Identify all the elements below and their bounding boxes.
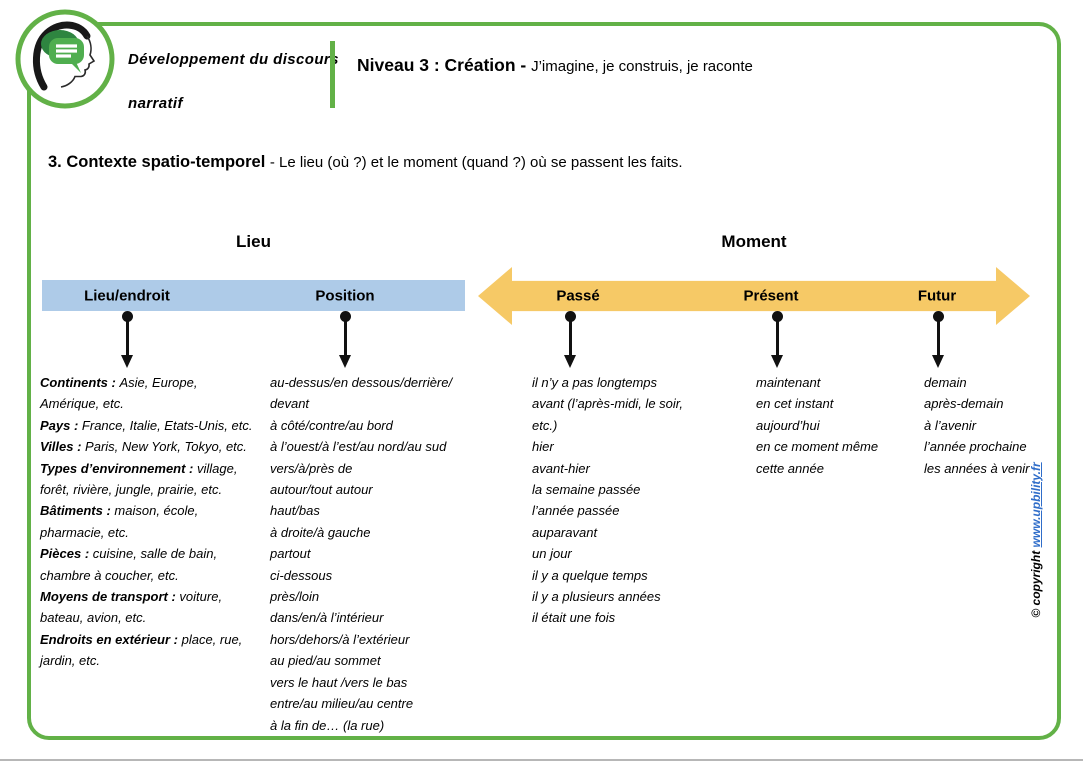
list-item: la semaine passée — [532, 482, 641, 498]
list-item: au pied/au sommet — [270, 653, 381, 669]
list-item: cette année — [756, 460, 824, 476]
page-frame — [27, 22, 1061, 740]
pin-down-arrow-icon — [120, 311, 134, 369]
list-item: maintenant — [756, 375, 821, 390]
list-item: entre/au milieu/au centre — [270, 696, 414, 712]
pin-down-arrow-icon — [563, 311, 577, 369]
position-header: Position — [315, 287, 375, 304]
list-item: Endroits en extérieur : place, rue, — [40, 631, 243, 647]
header-divider — [330, 41, 335, 108]
copyright-link[interactable]: www.upbility.fr — [1029, 462, 1043, 548]
list-item: Bâtiments : maison, école, — [40, 503, 199, 519]
present-list: maintenant en cet instant aujourd’hui en ce… — [756, 372, 936, 479]
list-item-label: Bâtiments : — [40, 503, 115, 519]
list-item: après-demain — [924, 396, 1004, 412]
pin-down-arrow-icon — [931, 311, 945, 369]
list-item: vers/à/près de — [270, 460, 353, 476]
section-description: - Le lieu (où ?) et le moment (quand ?) … — [269, 154, 683, 171]
list-item-label: Pays : — [40, 417, 82, 433]
list-item: à côté/contre/au bord — [270, 417, 393, 433]
list-item: devant — [270, 396, 310, 412]
pin-down-arrow-icon — [338, 311, 352, 369]
list-item: avant (l’après-midi, le soir, — [532, 396, 683, 412]
list-item: dans/en/à l’intérieur — [270, 610, 384, 626]
list-item: l’année prochaine — [924, 439, 1027, 455]
list-item: il n’y a pas longtemps — [532, 375, 658, 390]
list-item: à l’ouest/à l’est/au nord/au sud — [270, 439, 447, 455]
section-title: 3. Contexte spatio-temporel - Le lieu (o… — [48, 153, 683, 172]
list-item: au-dessus/en dessous/derrière/ — [270, 375, 453, 390]
list-item: ci-dessous — [270, 567, 333, 583]
passe-list: il n’y a pas longtemps avant (l’après-mid… — [532, 372, 742, 629]
list-item: haut/bas — [270, 503, 320, 519]
list-item: Types d’environnement : village, — [40, 460, 238, 476]
list-item: aujourd’hui — [756, 417, 820, 433]
list-item: Amérique, etc. — [40, 396, 124, 412]
lieu-banner: Lieu/endroit Position — [42, 280, 465, 311]
list-item: Pays : France, Italie, Etats-Unis, etc. — [40, 417, 253, 433]
list-item: en cet instant — [756, 396, 834, 412]
series-title-line2: narratif — [128, 95, 183, 112]
head-speech-bubble-icon — [13, 7, 117, 111]
list-item: à l’avenir — [924, 417, 977, 433]
list-item: il y a plusieurs années — [532, 589, 661, 605]
futur-list: demain après-demain à l’avenir l’année proc… — [924, 372, 1069, 479]
level-subtitle-text: J’imagine, je construis, je raconte — [531, 58, 753, 75]
copyright-text: © copyright — [1029, 547, 1043, 618]
position-list: au-dessus/en dessous/derrière/devant à cô… — [270, 372, 485, 736]
list-item-label: Types d’environnement : — [40, 460, 197, 476]
lieu-heading: Lieu — [236, 232, 271, 251]
moment-heading: Moment — [721, 232, 787, 251]
series-title: Développement du discours narratif — [128, 38, 339, 126]
list-item: Moyens de transport : voiture, — [40, 589, 223, 605]
list-item: autour/tout autour — [270, 482, 373, 498]
level-title: Niveau 3 : Création - J’imagine, je cons… — [357, 55, 753, 76]
list-item: l’année passée — [532, 503, 620, 519]
list-item: Continents : Asie, Europe, — [40, 375, 198, 390]
lieu-endroit-header: Lieu/endroit — [84, 287, 170, 304]
list-item: à droite/à gauche — [270, 524, 371, 540]
list-item: en ce moment même — [756, 439, 879, 455]
list-item: chambre à coucher, etc. — [40, 567, 179, 583]
list-item: hier — [532, 439, 554, 455]
list-item-label: Endroits en extérieur : — [40, 631, 182, 647]
futur-header: Futur — [917, 287, 957, 305]
list-item: à la fin de… (la rue) — [270, 717, 385, 733]
list-item: il y a quelque temps — [532, 567, 648, 583]
passe-header: Passé — [556, 287, 600, 305]
list-item: les années à venir — [924, 460, 1030, 476]
list-item: avant-hier — [532, 460, 590, 476]
list-item: auparavant — [532, 524, 598, 540]
series-title-line1: Développement du discours — [128, 51, 339, 68]
list-item: jardin, etc. — [40, 653, 100, 669]
pin-down-arrow-icon — [770, 311, 784, 369]
page-bottom-rule — [0, 759, 1083, 761]
list-item: il était une fois — [532, 610, 616, 626]
list-item: bateau, avion, etc. — [40, 610, 147, 626]
list-item: partout — [270, 546, 311, 562]
level-title-text: Niveau 3 : Création - — [357, 55, 532, 75]
list-item: Villes : Paris, New York, Tokyo, etc. — [40, 439, 247, 455]
list-item: un jour — [532, 546, 572, 562]
list-item: pharmacie, etc. — [40, 524, 129, 540]
list-item: près/loin — [270, 589, 320, 605]
list-item: Pièces : cuisine, salle de bain, — [40, 546, 218, 562]
list-item: forêt, rivière, jungle, prairie, etc. — [40, 482, 223, 498]
list-item: demain — [924, 375, 967, 390]
list-item-label: Continents : — [40, 375, 120, 390]
list-item: etc.) — [532, 417, 558, 433]
list-item-label: Moyens de transport : — [40, 589, 180, 605]
list-item: hors/dehors/à l’extérieur — [270, 631, 410, 647]
list-item-label: Villes : — [40, 439, 86, 455]
present-header: Présent — [743, 287, 799, 305]
lieu-endroit-list: Continents : Asie, Europe, Amérique, etc.… — [40, 372, 262, 672]
list-item-label: Pièces : — [40, 546, 93, 562]
copyright-notice: © copyright www.upbility.fr — [1029, 462, 1043, 617]
section-title-text: 3. Contexte spatio-temporel — [48, 153, 270, 171]
list-item: vers le haut /vers le bas — [270, 674, 408, 690]
